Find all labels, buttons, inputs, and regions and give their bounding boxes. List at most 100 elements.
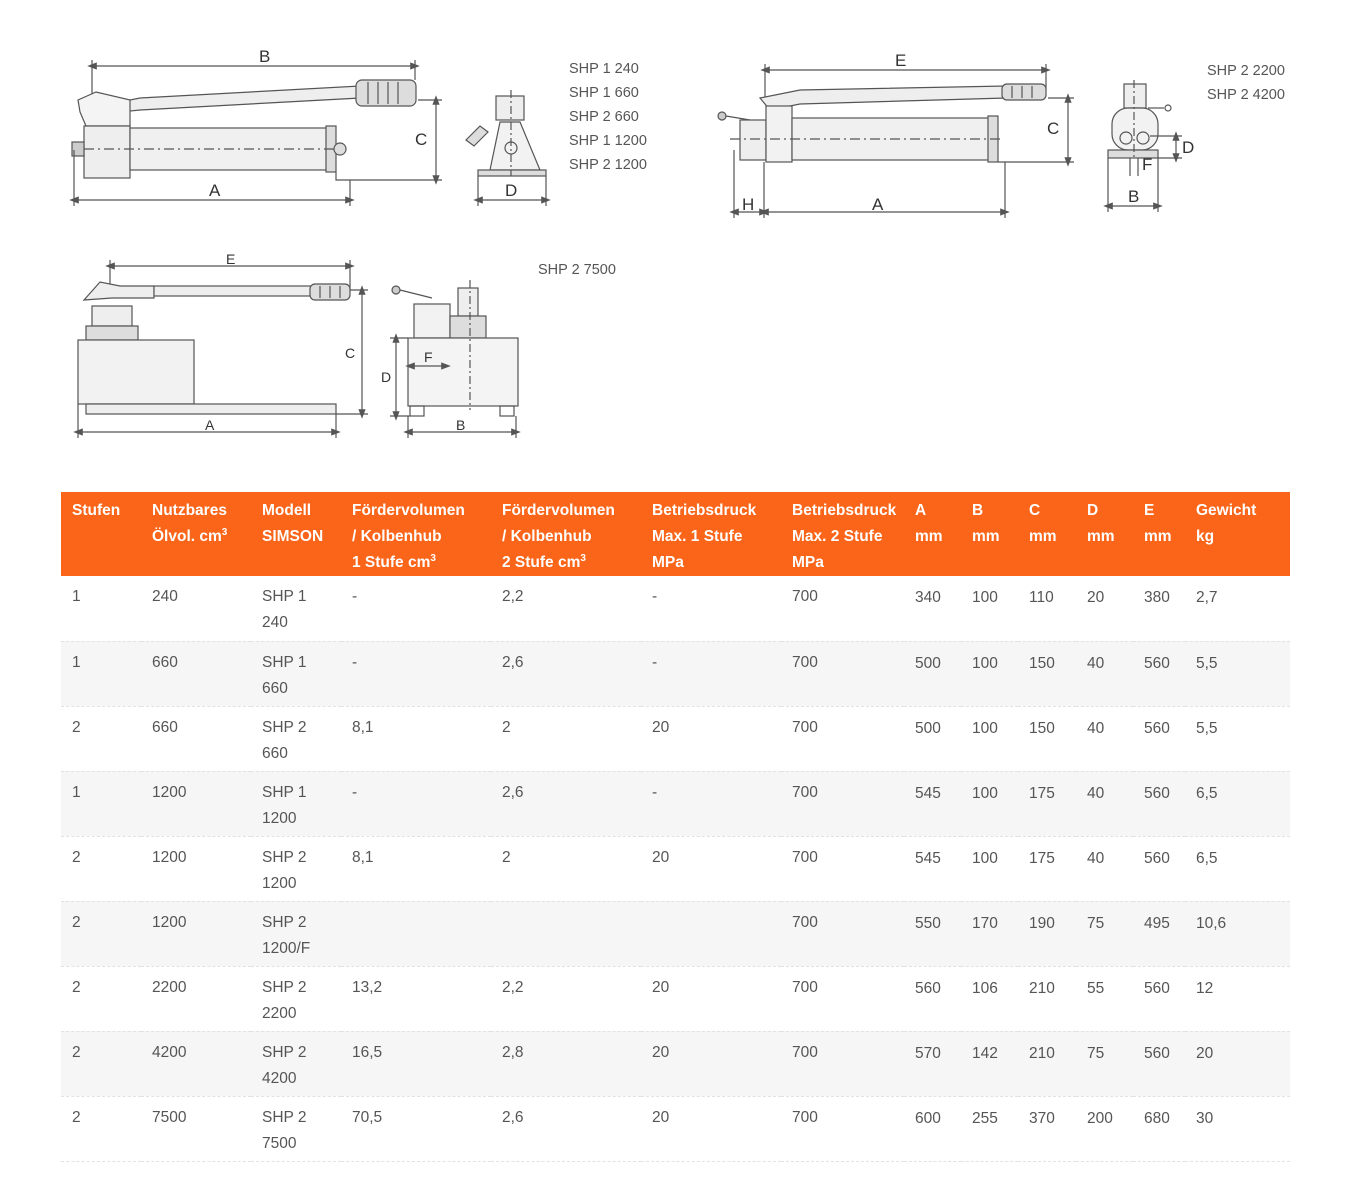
table-cell-b: 100: [961, 576, 1018, 642]
table-cell-c: 210: [1018, 966, 1076, 1032]
table-cell-d: 40: [1076, 836, 1133, 902]
table-cell-bd2: 700: [781, 641, 904, 707]
table-cell-fv1: -: [341, 771, 491, 837]
table-cell-d: 40: [1076, 771, 1133, 837]
model-list-3: SHP 2 7500: [538, 258, 616, 282]
model-label: SHP 2 4200: [1207, 87, 1285, 103]
table-cell-b: 100: [961, 771, 1018, 837]
table-cell-bd1: 20: [641, 1031, 781, 1097]
table-cell-fv1: 8,1: [341, 706, 491, 772]
table-cell-c: 175: [1018, 836, 1076, 902]
table-cell-kg: 6,5: [1185, 771, 1290, 837]
dim-label-e: E: [895, 51, 906, 70]
table-cell-d: 55: [1076, 966, 1133, 1032]
dim-label-e: E: [226, 251, 235, 267]
table-cell-a: 600: [904, 1096, 961, 1162]
table-cell-bd2: 700: [781, 966, 904, 1032]
table-cell-kg: 10,6: [1185, 901, 1290, 967]
table-cell-d: 40: [1076, 641, 1133, 707]
table-cell-c: 210: [1018, 1031, 1076, 1097]
table-cell-kg: 5,5: [1185, 706, 1290, 772]
table-cell-bd1: 20: [641, 836, 781, 902]
table-cell-c: 370: [1018, 1096, 1076, 1162]
table-cell-stufen: 2: [61, 1096, 141, 1162]
drawings-svg: B C A D: [69, 47, 1194, 438]
table-cell-fv2: [491, 901, 641, 967]
table-cell-oel: 2200: [141, 966, 251, 1032]
table-cell-fv1: 16,5: [341, 1031, 491, 1097]
table-cell-c: 150: [1018, 641, 1076, 707]
technical-drawings: B C A D: [0, 0, 1350, 470]
table-cell-stufen: 2: [61, 1031, 141, 1097]
pump-side-view-2: [717, 64, 1074, 218]
table-cell-e: 560: [1133, 771, 1185, 837]
table-cell-a: 570: [904, 1031, 961, 1097]
pump-front-view-1: [465, 90, 551, 206]
dim-label-c: C: [345, 345, 355, 361]
model-label: SHP 2 2200: [1207, 63, 1285, 79]
dim-label-f: F: [424, 349, 433, 365]
table-cell-oel: 1200: [141, 901, 251, 967]
table-cell-bd1: -: [641, 771, 781, 837]
table-cell-a: 500: [904, 706, 961, 772]
table-cell-oel: 7500: [141, 1096, 251, 1162]
table-cell-oel: 1200: [141, 771, 251, 837]
table-cell-bd2: 700: [781, 771, 904, 837]
table-cell-oel: 4200: [141, 1031, 251, 1097]
table-cell-d: 200: [1076, 1096, 1133, 1162]
table-cell-stufen: 2: [61, 966, 141, 1032]
table-cell-stufen: 2: [61, 901, 141, 967]
table-cell-b: 142: [961, 1031, 1018, 1097]
table-cell-fv2: 2: [491, 706, 641, 772]
table-cell-d: 40: [1076, 706, 1133, 772]
model-label: SHP 2 660: [569, 109, 639, 125]
model-list-2: SHP 2 2200 SHP 2 4200: [1207, 59, 1285, 107]
table-cell-d: 20: [1076, 576, 1133, 642]
table-cell-kg: 30: [1185, 1096, 1290, 1162]
table-cell-bd1: 20: [641, 706, 781, 772]
table-cell-bd1: [641, 901, 781, 967]
table-cell-e: 560: [1133, 966, 1185, 1032]
table-cell-kg: 12: [1185, 966, 1290, 1032]
dim-label-d: D: [381, 369, 391, 385]
table-cell-bd2: 700: [781, 706, 904, 772]
dim-label-d: D: [505, 181, 517, 200]
table-cell-kg: 20: [1185, 1031, 1290, 1097]
table-cell-b: 170: [961, 901, 1018, 967]
table-cell-a: 545: [904, 771, 961, 837]
model-list-1: SHP 1 240 SHP 1 660 SHP 2 660 SHP 1 1200…: [569, 57, 647, 177]
table-cell-b: 100: [961, 706, 1018, 772]
table-cell-bd2: 700: [781, 576, 904, 642]
table-cell-stufen: 1: [61, 641, 141, 707]
table-cell-stufen: 2: [61, 706, 141, 772]
table-cell-bd1: 20: [641, 1096, 781, 1162]
table-cell-fv2: 2,2: [491, 966, 641, 1032]
dim-label-a: A: [209, 181, 221, 200]
table-cell-bd2: 700: [781, 901, 904, 967]
table-cell-c: 150: [1018, 706, 1076, 772]
table-cell-fv2: 2,6: [491, 641, 641, 707]
table-cell-a: 500: [904, 641, 961, 707]
dim-label-b: B: [259, 47, 270, 66]
model-label: SHP 1 660: [569, 85, 639, 101]
table-cell-fv1: 13,2: [341, 966, 491, 1032]
